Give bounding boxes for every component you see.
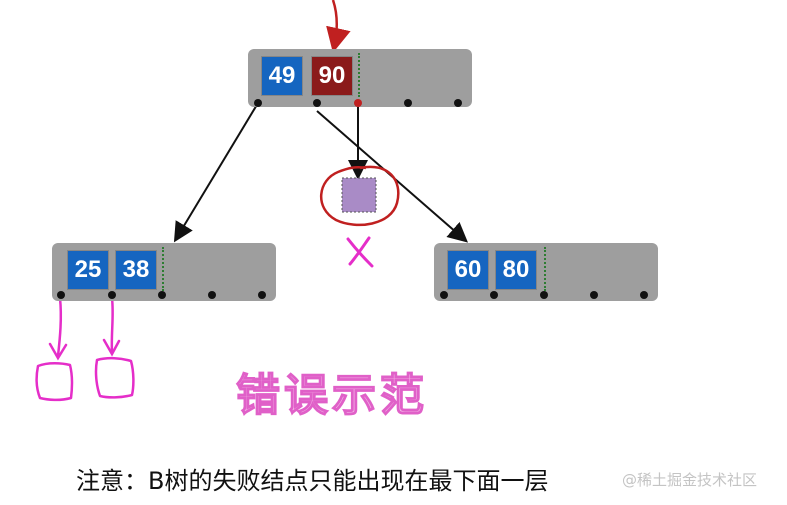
purple-arrow-1 xyxy=(56,296,63,358)
failure-box-1 xyxy=(35,362,74,402)
root-key-2-highlighted: 90 xyxy=(312,57,352,95)
purple-arrow-2 xyxy=(110,296,114,354)
left-child-node: 25 38 xyxy=(52,243,276,301)
left-pointer-5 xyxy=(258,291,266,299)
caption-note: 注意：B树的失败结点只能出现在最下面一层 xyxy=(76,467,549,495)
cross-mark xyxy=(346,236,374,268)
left-pointer-3 xyxy=(158,291,166,299)
failure-box-2 xyxy=(94,356,135,399)
root-key-1: 49 xyxy=(262,57,302,95)
root-node: 49 90 xyxy=(248,49,472,107)
misplaced-failure-node xyxy=(341,177,377,213)
right-pointer-5 xyxy=(640,291,648,299)
right-key-2: 80 xyxy=(496,251,536,289)
root-pointer-2 xyxy=(313,99,321,107)
error-circle xyxy=(319,165,400,227)
right-child-node: 60 80 xyxy=(434,243,658,301)
right-pointer-3 xyxy=(540,291,548,299)
left-key-2: 38 xyxy=(116,251,156,289)
highlight-arrow xyxy=(326,0,351,53)
root-pointer-5 xyxy=(454,99,462,107)
root-pointer-3 xyxy=(354,99,362,107)
left-pointer-4 xyxy=(208,291,216,299)
left-separator xyxy=(162,247,164,291)
root-pointer-1 xyxy=(254,99,262,107)
left-pointer-2 xyxy=(108,291,116,299)
watermark: @稀土掘金技术社区 xyxy=(622,471,758,489)
edge-root-to-left xyxy=(173,102,259,243)
right-separator xyxy=(544,247,546,291)
left-key-1: 25 xyxy=(68,251,108,289)
root-separator xyxy=(358,53,360,97)
right-pointer-4 xyxy=(590,291,598,299)
right-pointer-2 xyxy=(490,291,498,299)
left-pointer-1 xyxy=(57,291,65,299)
root-pointer-4 xyxy=(404,99,412,107)
right-pointer-1 xyxy=(440,291,448,299)
right-key-1: 60 xyxy=(448,251,488,289)
